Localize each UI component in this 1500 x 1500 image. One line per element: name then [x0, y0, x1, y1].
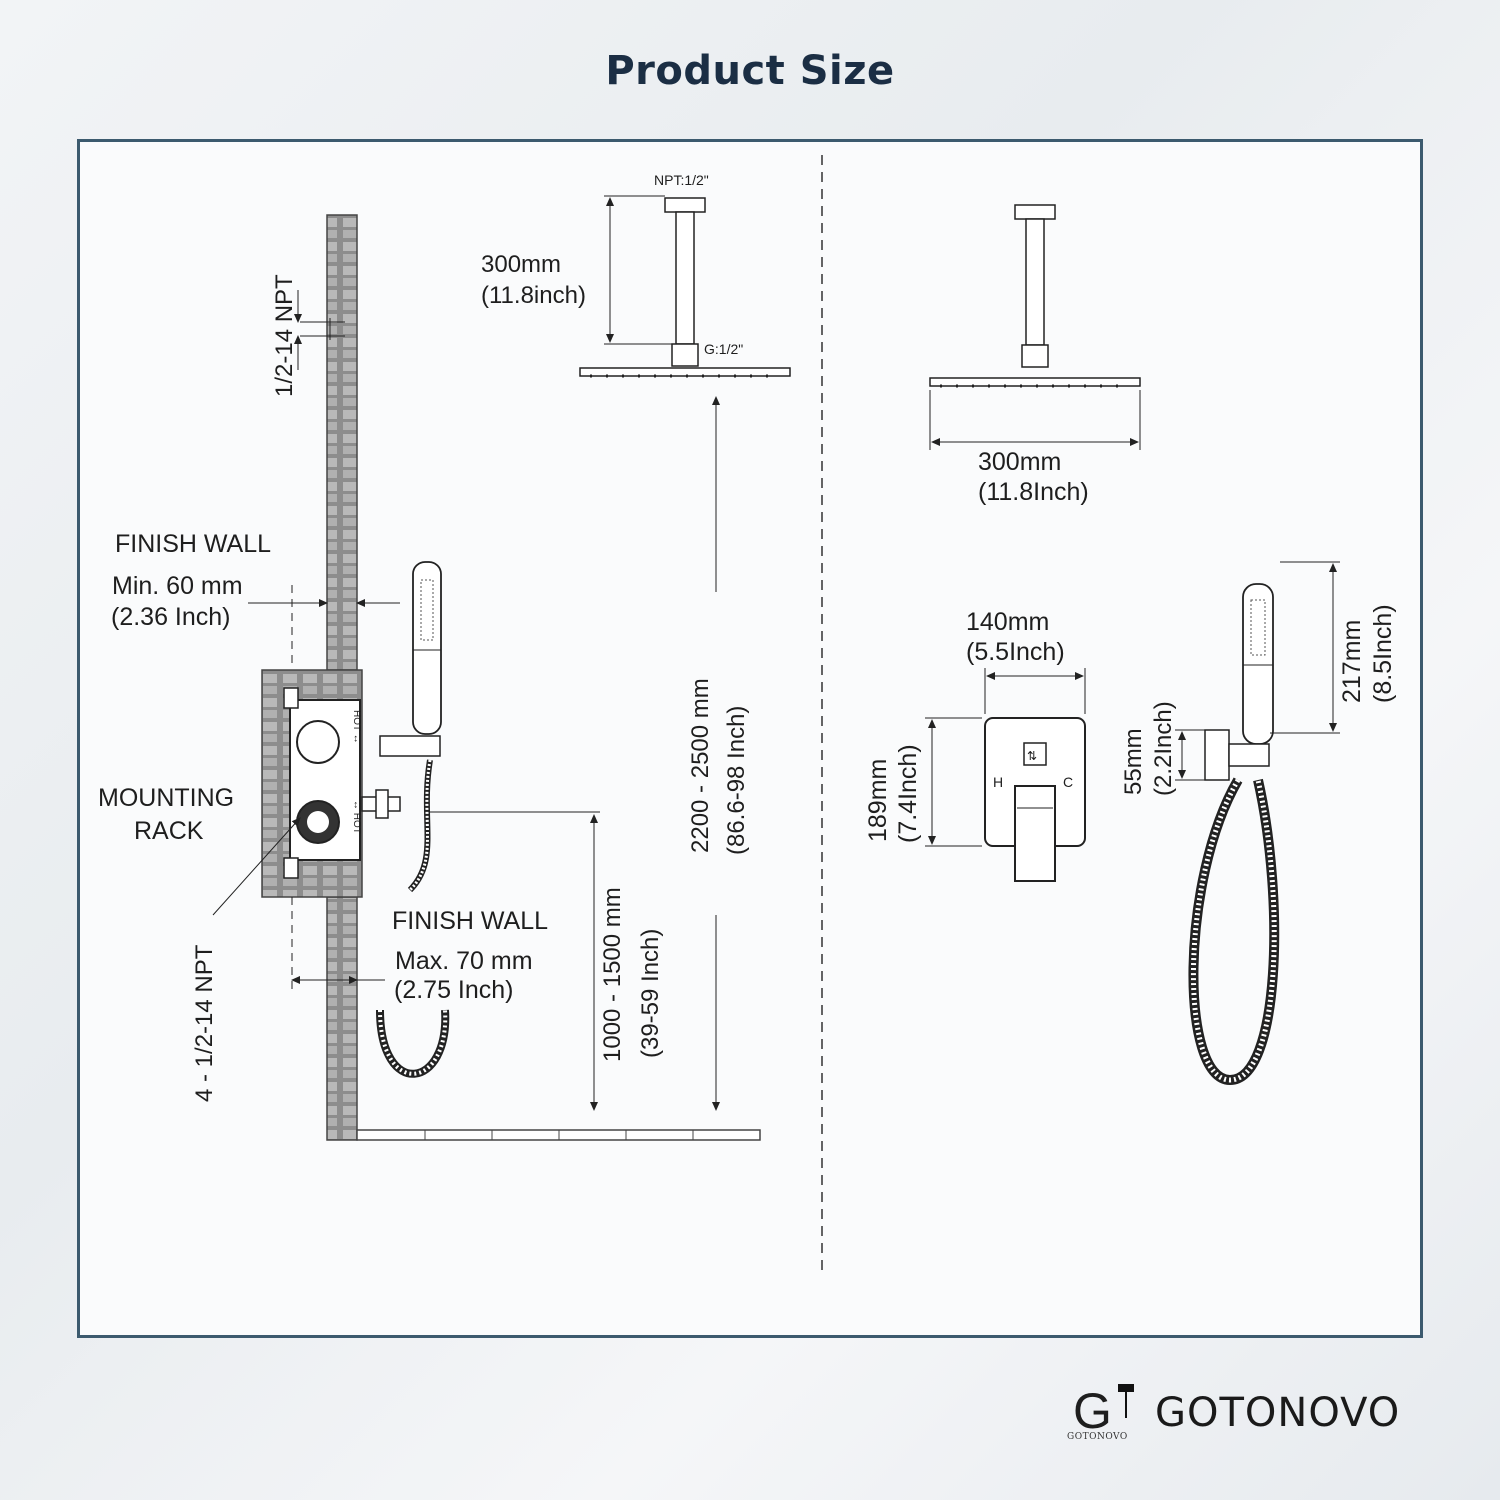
brand-name: GOTONOVO [1155, 1390, 1401, 1436]
plate-h-letter: H [993, 774, 1003, 790]
head-mm-label: 300mm [978, 448, 1061, 476]
total-inch-label: (86.6-98 Inch) [723, 706, 750, 855]
holder-inch-label: (2.2Inch) [1150, 701, 1177, 796]
finish-wall-top-label: FINISH WALL [115, 530, 271, 558]
total-mm-label: 2200 - 2500 mm [687, 678, 714, 853]
page-title: Product Size [605, 48, 895, 94]
brand-mark-caption: GOTONOVO [1067, 1432, 1128, 1442]
plate-height-mm-label: 189mm [864, 759, 892, 842]
brand-logo-mark: G [1073, 1383, 1134, 1439]
npt-top-label: 1/2-14 NPT [271, 274, 298, 397]
head-inch-label: (11.8Inch) [978, 478, 1089, 506]
trim-plate: ⇅ H C [984, 717, 1086, 882]
height-inch-label: (39-59 Inch) [637, 929, 664, 1058]
plate-height-inch-label: (7.4Inch) [894, 744, 922, 843]
plate-c-letter: C [1063, 774, 1073, 790]
valve-body: HOT ↔ ↔ HOT [283, 687, 401, 879]
mounting-rack-label-2: RACK [134, 817, 204, 845]
plate-width-inch-label: (5.5Inch) [966, 638, 1065, 666]
g-arm-label: G:1/2" [704, 341, 743, 357]
height-mm-label: 1000 - 1500 mm [599, 887, 626, 1062]
wall-pipe [294, 290, 345, 370]
left-handheld-shower [376, 561, 450, 1078]
handheld-mm-label: 217mm [1338, 620, 1366, 703]
arm-mm-label: 300mm [481, 251, 561, 278]
max-inch-label: (2.75 Inch) [394, 976, 514, 1004]
right-handheld-shower [1188, 583, 1280, 1086]
npt-bottom-label: 4 - 1/2-14 NPT [191, 944, 218, 1102]
left-shower-head [579, 197, 791, 378]
valve-label-top: HOT ↔ [351, 710, 362, 744]
max-mm-label: Max. 70 mm [395, 947, 533, 975]
right-shower-head [929, 204, 1141, 388]
min-inch-label: (2.36 Inch) [111, 603, 231, 631]
handheld-inch-label: (8.5Inch) [1369, 604, 1397, 703]
finish-wall-bottom-label: FINISH WALL [392, 907, 548, 935]
svg-text:G: G [1073, 1383, 1112, 1439]
arm-inch-label: (11.8inch) [481, 282, 586, 309]
min-mm-label: Min. 60 mm [112, 572, 243, 600]
holder-mm-label: 55mm [1120, 728, 1147, 795]
plate-width-mm-label: 140mm [966, 608, 1049, 636]
valve-label-bottom: ↔ HOT [351, 800, 362, 834]
mounting-rack-label-1: MOUNTING [98, 784, 234, 812]
npt-arm-label: NPT:1/2" [654, 172, 709, 188]
svg-text:⇅: ⇅ [1027, 749, 1037, 763]
